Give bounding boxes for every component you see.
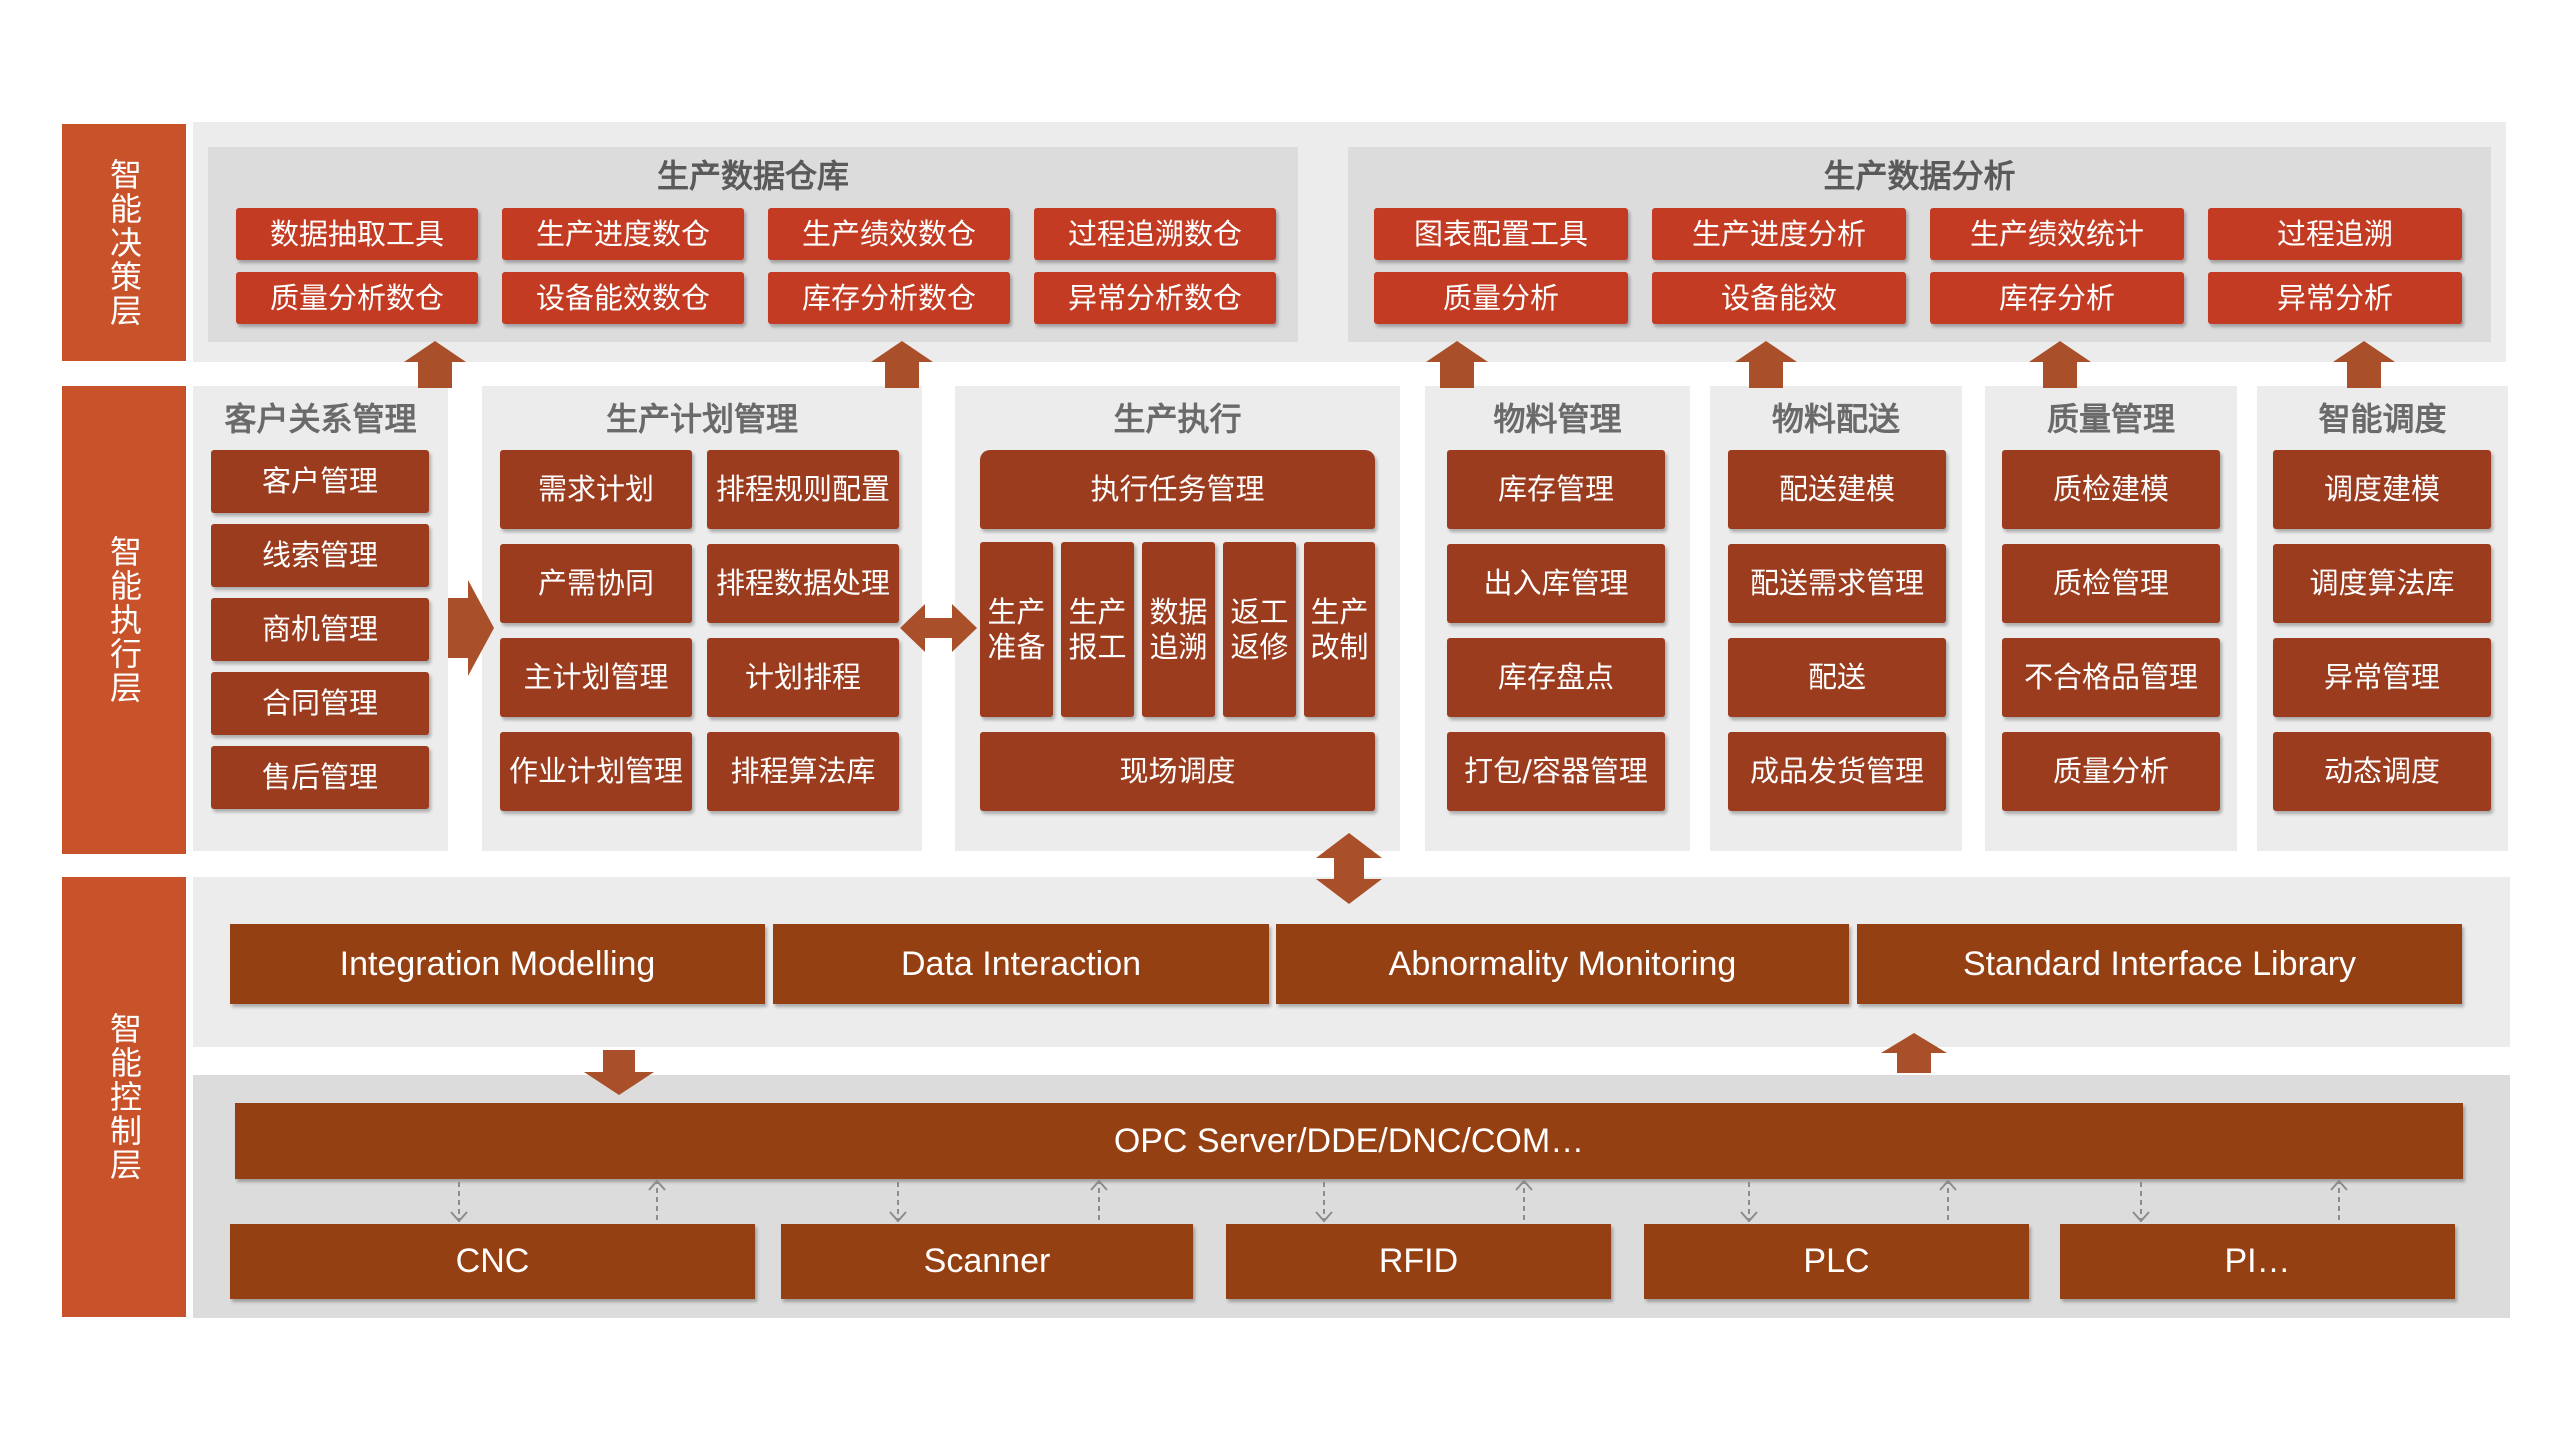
dashed-up-arrow-icon [648,1179,666,1191]
warehouse-item[interactable]: 质量分析数仓 [236,272,478,324]
warehouse-item[interactable]: 生产绩效数仓 [768,208,1010,260]
material-item[interactable]: 打包/容器管理 [1447,732,1665,811]
up-arrow-icon [2029,341,2091,388]
crm-title: 客户关系管理 [224,400,417,438]
dashed-down-arrow-icon [1315,1211,1333,1223]
execution-col[interactable]: 生产准备 [980,542,1053,717]
analysis-item[interactable]: 生产进度分析 [1652,208,1906,260]
device-rfid[interactable]: RFID [1226,1224,1611,1299]
crm-item[interactable]: 合同管理 [211,672,429,735]
analysis-item[interactable]: 设备能效 [1652,272,1906,324]
crm-item[interactable]: 客户管理 [211,450,429,513]
up-arrow-icon [1881,1033,1947,1073]
quality-item[interactable]: 质检管理 [2002,544,2220,623]
device-cnc[interactable]: CNC [230,1224,755,1299]
planning-item[interactable]: 作业计划管理 [500,732,692,811]
analysis-item[interactable]: 生产绩效统计 [1930,208,2184,260]
dispatch-title: 智能调度 [2318,400,2447,438]
up-arrow-icon [871,341,933,388]
material-item[interactable]: 库存管理 [1447,450,1665,529]
execution-col[interactable]: 生产改制 [1304,542,1375,717]
crm-item[interactable]: 线索管理 [211,524,429,587]
up-arrow-icon [404,341,466,388]
analysis-item[interactable]: 异常分析 [2208,272,2462,324]
dispatch-item[interactable]: 调度算法库 [2273,544,2491,623]
dashed-down-arrow-icon [889,1211,907,1223]
planning-item[interactable]: 排程数据处理 [707,544,899,623]
execution-task-box[interactable]: 执行任务管理 [980,450,1375,529]
quality-item[interactable]: 质量分析 [2002,732,2220,811]
warehouse-item[interactable]: 生产进度数仓 [502,208,744,260]
up-arrow-icon [1426,341,1488,388]
right-arrow-icon [448,580,494,676]
device-scanner[interactable]: Scanner [781,1224,1193,1299]
execution-col[interactable]: 数据追溯 [1142,542,1215,717]
warehouse-item[interactable]: 异常分析数仓 [1034,272,1276,324]
double-vertical-arrow-icon [1316,833,1382,904]
crm-item[interactable]: 售后管理 [211,746,429,809]
dashed-up-arrow-icon [1939,1179,1957,1191]
up-arrow-icon [1735,341,1797,388]
integration-item[interactable]: Integration Modelling [230,924,765,1004]
dashed-up-arrow-icon [2330,1179,2348,1191]
planning-item[interactable]: 产需协同 [500,544,692,623]
integration-item[interactable]: Abnormality Monitoring [1276,924,1849,1004]
planning-item[interactable]: 计划排程 [707,638,899,717]
warehouse-item[interactable]: 库存分析数仓 [768,272,1010,324]
dashed-down-arrow-icon [2132,1211,2150,1223]
material-title: 物料管理 [1493,400,1622,438]
analysis-item[interactable]: 库存分析 [1930,272,2184,324]
integration-item[interactable]: Data Interaction [773,924,1269,1004]
dispatch-item[interactable]: 异常管理 [2273,638,2491,717]
delivery-item[interactable]: 配送需求管理 [1728,544,1946,623]
execution-scene-box[interactable]: 现场调度 [980,732,1375,811]
execution-title: 生产执行 [1113,400,1242,438]
planning-item[interactable]: 主计划管理 [500,638,692,717]
warehouse-title: 生产数据仓库 [656,157,849,195]
delivery-title: 物料配送 [1771,400,1900,438]
material-item[interactable]: 出入库管理 [1447,544,1665,623]
up-arrow-icon [2333,341,2395,388]
delivery-item[interactable]: 配送 [1728,638,1946,717]
execution-col[interactable]: 生产报工 [1061,542,1134,717]
double-horizontal-arrow-icon [900,604,977,652]
material-item[interactable]: 库存盘点 [1447,638,1665,717]
integration-item[interactable]: Standard Interface Library [1857,924,2462,1004]
warehouse-item[interactable]: 数据抽取工具 [236,208,478,260]
delivery-item[interactable]: 配送建模 [1728,450,1946,529]
execution-layer-label: 智能执行层 [62,386,186,854]
device-plc[interactable]: PLC [1644,1224,2029,1299]
execution-col[interactable]: 返工返修 [1223,542,1296,717]
delivery-item[interactable]: 成品发货管理 [1728,732,1946,811]
warehouse-item[interactable]: 过程追溯数仓 [1034,208,1276,260]
planning-item[interactable]: 排程规则配置 [707,450,899,529]
down-arrow-icon [584,1050,654,1095]
control-layer-label: 智能控制层 [62,877,186,1317]
opc-server-bar[interactable]: OPC Server/DDE/DNC/COM… [235,1103,2463,1179]
analysis-title: 生产数据分析 [1823,157,2016,195]
quality-item[interactable]: 质检建模 [2002,450,2220,529]
dashed-down-arrow-icon [450,1211,468,1223]
dispatch-item[interactable]: 动态调度 [2273,732,2491,811]
dispatch-item[interactable]: 调度建模 [2273,450,2491,529]
planning-item[interactable]: 需求计划 [500,450,692,529]
quality-item[interactable]: 不合格品管理 [2002,638,2220,717]
quality-title: 质量管理 [2046,400,2175,438]
analysis-item[interactable]: 过程追溯 [2208,208,2462,260]
analysis-item[interactable]: 质量分析 [1374,272,1628,324]
crm-item[interactable]: 商机管理 [211,598,429,661]
device-pi[interactable]: PI… [2060,1224,2455,1299]
analysis-item[interactable]: 图表配置工具 [1374,208,1628,260]
warehouse-item[interactable]: 设备能效数仓 [502,272,744,324]
decision-layer-label: 智能决策层 [62,124,186,361]
dashed-up-arrow-icon [1090,1179,1108,1191]
planning-title: 生产计划管理 [605,400,798,438]
dashed-up-arrow-icon [1515,1179,1533,1191]
planning-item[interactable]: 排程算法库 [707,732,899,811]
dashed-down-arrow-icon [1740,1211,1758,1223]
